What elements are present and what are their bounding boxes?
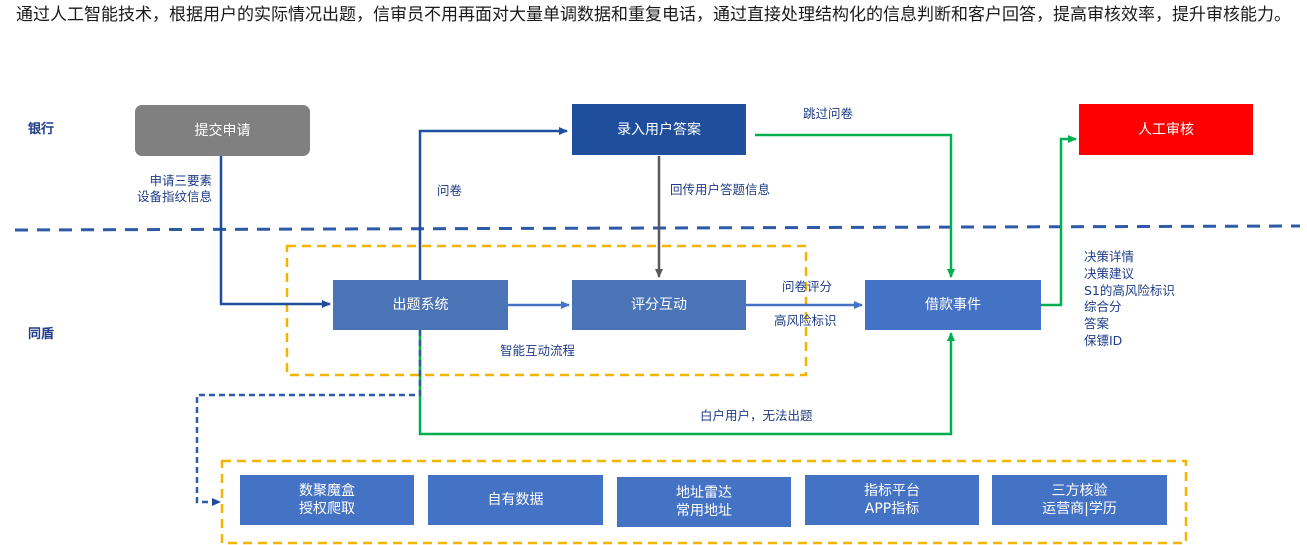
lane-divider	[14, 224, 1301, 232]
label-questionnaire: 问卷	[437, 183, 463, 198]
source-box: 地址雷达 常用地址	[617, 477, 791, 527]
data-sources-frame	[220, 459, 1188, 545]
source-box: 自有数据	[428, 475, 603, 525]
record-answers-box: 录入用户答案	[572, 104, 746, 155]
edge-submit-to-question	[219, 156, 331, 308]
label-smart-flow: 智能互动流程	[500, 343, 576, 358]
edge-question-to-sources	[195, 330, 422, 506]
edge-question-to-record	[418, 127, 568, 280]
lane-label-bank: 银行	[28, 122, 55, 137]
source-box: 数聚魔盒 授权爬取	[240, 475, 414, 525]
lane-label-tongdun: 同盾	[28, 327, 55, 342]
label-return-answers: 回传用户答题信息	[670, 182, 771, 197]
question-system-box: 出题系统	[333, 280, 508, 330]
label-apply-elements: 申请三要素 设备指纹信息	[136, 173, 212, 204]
loan-event-box: 借款事件	[865, 280, 1041, 330]
intro-text: 通过人工智能技术，根据用户的实际情况出题，信审员不用再面对大量单调数据和重复电话…	[16, 5, 1291, 25]
label-high-risk: 高风险标识	[774, 313, 837, 328]
source-box: 三方核验 运营商|学历	[992, 475, 1167, 525]
edge-loan-to-manual	[1041, 135, 1077, 307]
label-white-user: 白户用户，无法出题	[700, 408, 813, 423]
label-questionnaire-score: 问卷评分	[782, 279, 833, 294]
label-skip-questionnaire: 跳过问卷	[803, 106, 854, 121]
score-interaction-box: 评分互动	[572, 280, 746, 330]
label-outputs: 决策详情 决策建议 S1的高风险标识 综合分 答案 保镖ID	[1084, 249, 1175, 348]
edge-skip-to-loan	[755, 133, 955, 278]
manual-review-box: 人工审核	[1079, 104, 1253, 155]
smart-flow-frame	[285, 244, 808, 377]
submit-application-box: 提交申请	[135, 105, 310, 156]
source-box: 指标平台 APP指标	[805, 475, 979, 525]
